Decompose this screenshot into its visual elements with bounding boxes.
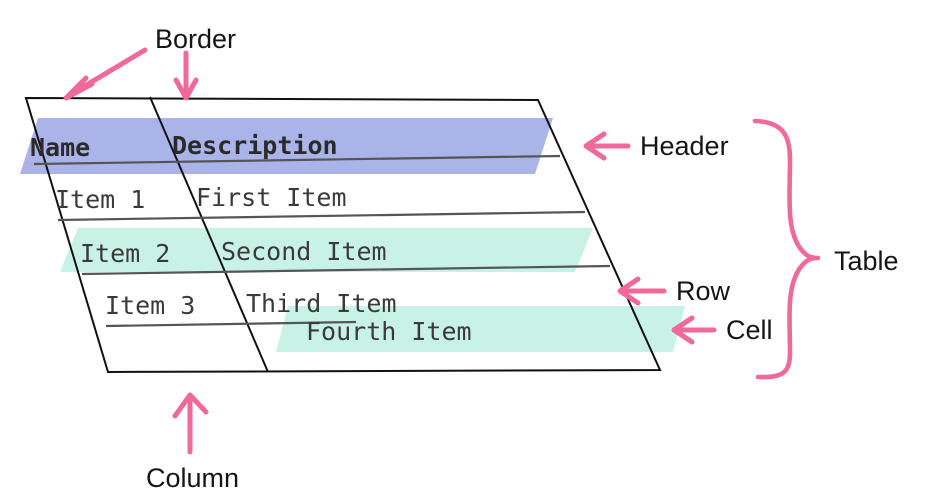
column-divider-line: [149, 96, 269, 373]
row-arrow-icon: [617, 276, 667, 306]
border-arrow-diagonal-icon: [63, 47, 148, 101]
cell-row2-description: Second Item: [221, 237, 387, 266]
column-header-description: Description: [172, 131, 338, 160]
rule-header-bottom: [33, 154, 561, 166]
cell-row1-name: Item 1: [55, 185, 145, 214]
rule-row2-bottom: [81, 264, 611, 276]
label-cell: Cell: [726, 315, 773, 345]
label-border: Border: [155, 24, 236, 54]
row-highlight-band: [60, 228, 593, 272]
cell-row1-description: First Item: [196, 183, 347, 212]
rule-row3-bottom: [105, 320, 357, 328]
label-row: Row: [676, 276, 731, 306]
cell-row2-name: Item 2: [80, 239, 170, 268]
label-column: Column: [146, 463, 239, 493]
column-header-name: Name: [30, 133, 90, 162]
cell-arrow-icon: [671, 315, 717, 345]
cell-row3-name: Item 3: [105, 291, 195, 320]
table-brace-icon: [752, 118, 821, 380]
header-arrow-icon: [583, 131, 631, 161]
cell-row3-description: Third Item: [246, 289, 397, 318]
column-arrow-icon: [172, 392, 209, 455]
rule-row1-bottom: [57, 210, 586, 222]
cell-highlight-band: [276, 306, 685, 352]
header-highlight-band: [20, 118, 553, 174]
border-arrow-vertical-icon: [173, 50, 199, 101]
cell-extra-description: Fourth Item: [306, 317, 472, 346]
label-table: Table: [834, 246, 899, 276]
label-header: Header: [640, 131, 729, 161]
table-border-outline: [24, 96, 662, 374]
